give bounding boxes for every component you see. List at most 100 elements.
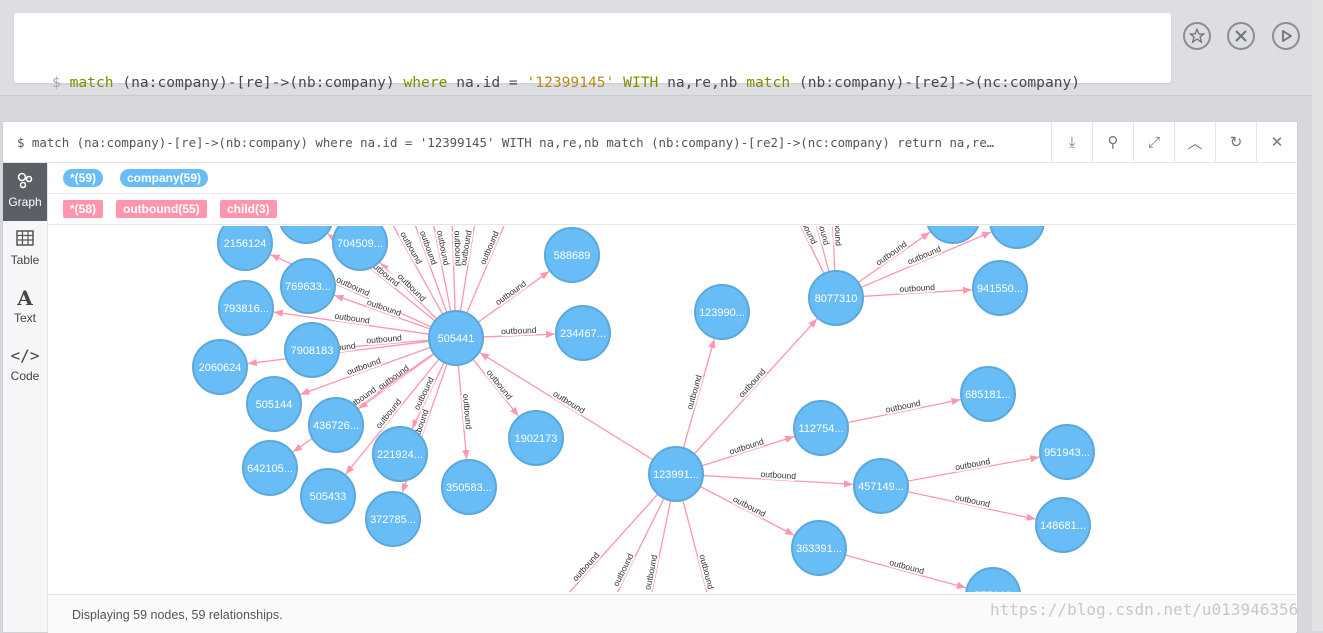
relationship-edge[interactable] <box>371 226 444 315</box>
relationship-edge[interactable] <box>379 262 438 320</box>
graph-node[interactable]: 350583... <box>441 459 497 515</box>
relationship-edge[interactable] <box>860 231 992 289</box>
node-circle[interactable] <box>365 491 421 547</box>
view-tab-text[interactable]: A Text <box>3 279 47 337</box>
node-circle[interactable] <box>972 260 1028 316</box>
graph-node[interactable] <box>279 226 333 244</box>
node-circle[interactable] <box>1035 497 1091 553</box>
node-circle[interactable] <box>284 322 340 378</box>
relationship-edge[interactable] <box>466 226 521 314</box>
graph-node[interactable]: 457149... <box>853 458 909 514</box>
view-tab-graph[interactable]: Graph <box>3 163 47 221</box>
graph-node[interactable]: 123991... <box>648 446 704 502</box>
graph-node[interactable]: 685181... <box>960 366 1016 422</box>
close-frame-button[interactable]: ✕ <box>1256 122 1297 162</box>
graph-node[interactable]: 221924... <box>372 426 428 482</box>
node-circle[interactable] <box>441 459 497 515</box>
node-circle[interactable] <box>965 567 1021 592</box>
rerun-button[interactable]: ↻ <box>1215 122 1256 162</box>
node-circle[interactable] <box>280 258 336 314</box>
graph-node[interactable]: 951943... <box>1039 424 1095 480</box>
relationship-edge[interactable] <box>806 226 830 273</box>
node-circle[interactable] <box>246 376 302 432</box>
graph-node[interactable]: 505433 <box>300 468 356 524</box>
graph-node[interactable]: 588689 <box>544 227 600 283</box>
graph-node[interactable]: 941550... <box>972 260 1028 316</box>
relationship-edge[interactable] <box>693 318 818 455</box>
node-circle[interactable] <box>989 226 1045 249</box>
node-circle[interactable] <box>308 397 364 453</box>
graph-node[interactable] <box>926 226 980 244</box>
node-circle[interactable] <box>791 520 847 576</box>
page-scrollbar[interactable] <box>1312 0 1323 631</box>
node-circle[interactable] <box>372 426 428 482</box>
query-editor[interactable]: $ match (na:company)-[re]->(nb:company) … <box>14 13 1171 160</box>
graph-node[interactable]: 505144 <box>246 376 302 432</box>
node-circle[interactable] <box>192 339 248 395</box>
graph-node[interactable]: 436726... <box>308 397 364 453</box>
relationship-edge[interactable] <box>682 338 716 449</box>
graph-node[interactable] <box>989 226 1045 249</box>
node-circle[interactable] <box>279 226 333 244</box>
graph-node[interactable]: 372785... <box>365 491 421 547</box>
node-circle[interactable] <box>1039 424 1095 480</box>
download-button[interactable]: ⤓ <box>1051 122 1092 162</box>
pin-button[interactable]: ⚲ <box>1092 122 1133 162</box>
relationship-edge[interactable] <box>831 226 836 272</box>
relationship-edge[interactable] <box>641 500 672 592</box>
node-circle[interactable] <box>793 400 849 456</box>
node-circle[interactable] <box>648 446 704 502</box>
rel-type-pill[interactable]: child(3) <box>220 200 277 218</box>
node-circle[interactable] <box>428 310 484 366</box>
node-circle[interactable] <box>960 366 1016 422</box>
node-circle[interactable] <box>242 440 298 496</box>
node-circle[interactable] <box>544 227 600 283</box>
relationship-edge[interactable] <box>345 358 440 475</box>
graph-node[interactable]: 8077310 <box>808 270 864 326</box>
graph-node[interactable]: 704509... <box>332 226 388 271</box>
relationship-edge[interactable] <box>781 226 825 275</box>
node-circle[interactable] <box>217 226 273 271</box>
graph-node[interactable]: 2060624 <box>192 339 248 395</box>
relationship-edge[interactable] <box>862 286 973 298</box>
graph-node[interactable]: 577149 <box>965 567 1021 592</box>
run-button[interactable] <box>1272 22 1300 50</box>
node-circle[interactable] <box>218 280 274 336</box>
graph-node[interactable]: 123990... <box>694 284 750 340</box>
graph-node[interactable]: 7908183 <box>284 322 340 378</box>
relationship-edge[interactable] <box>521 493 659 592</box>
clear-button[interactable] <box>1227 22 1255 50</box>
node-circle[interactable] <box>332 226 388 271</box>
rel-type-pill[interactable]: *(58) <box>63 200 104 218</box>
view-tab-table[interactable]: Table <box>3 221 47 279</box>
relationship-edge[interactable] <box>682 499 721 592</box>
graph-node[interactable]: 1902173 <box>508 410 564 466</box>
graph-node[interactable]: 642105... <box>242 440 298 496</box>
fullscreen-button[interactable]: ⤢ <box>1133 122 1174 162</box>
node-circle[interactable] <box>926 226 980 244</box>
graph-node[interactable]: 505441 <box>428 310 484 366</box>
view-tab-code[interactable]: </> Code <box>3 337 47 395</box>
node-label-pill[interactable]: company(59) <box>120 169 209 187</box>
relationship-edge[interactable] <box>459 226 481 312</box>
node-circle[interactable] <box>300 468 356 524</box>
favorite-button[interactable] <box>1183 22 1211 50</box>
graph-node[interactable]: 363391... <box>791 520 847 576</box>
graph-node[interactable]: 112754... <box>793 400 849 456</box>
graph-node[interactable]: 148681... <box>1035 497 1091 553</box>
graph-node[interactable]: 234467... <box>555 305 611 361</box>
graph-node[interactable]: 793816... <box>218 280 274 336</box>
node-label-pill[interactable]: *(59) <box>63 169 104 187</box>
graph-node[interactable]: 769633... <box>280 258 336 314</box>
node-circle[interactable] <box>853 458 909 514</box>
relationship-edge[interactable] <box>334 294 431 330</box>
frame-title[interactable]: $ match (na:company)-[re]->(nb:company) … <box>17 135 995 150</box>
node-circle[interactable] <box>808 270 864 326</box>
node-circle[interactable] <box>555 305 611 361</box>
graph-node[interactable]: 2156124 <box>217 226 273 271</box>
node-circle[interactable] <box>694 284 750 340</box>
rel-type-pill[interactable]: outbound(55) <box>116 200 207 218</box>
node-circle[interactable] <box>508 410 564 466</box>
